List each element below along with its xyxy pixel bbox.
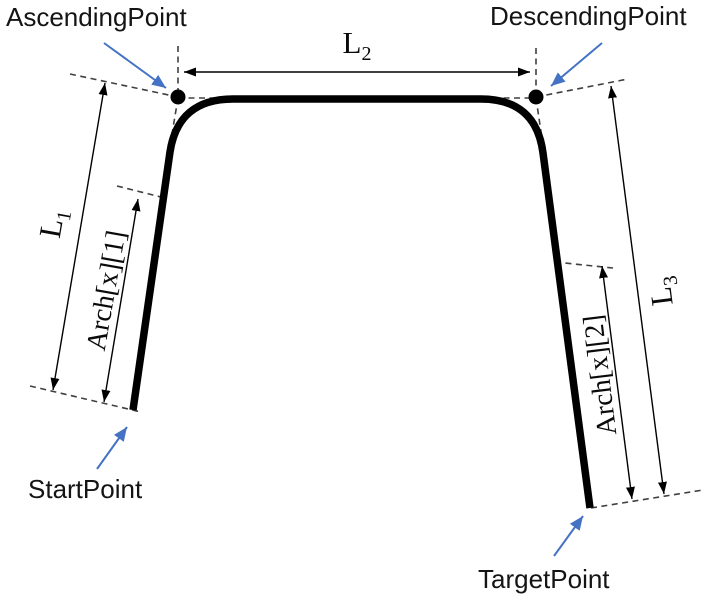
extension-line-bottom-left: [29, 385, 142, 413]
trajectory-path: [129, 95, 594, 509]
annotation-arrows: [96, 42, 603, 557]
ascending-point-arrow: [103, 42, 167, 89]
arch1-dimension-line: [101, 198, 141, 403]
l3-label-base: L: [643, 285, 680, 308]
extension-tick-arch2: [554, 261, 614, 269]
l3-label: L3: [641, 274, 684, 308]
extension-line-bottom-right: [590, 489, 703, 509]
l2-label-base: L: [343, 25, 362, 60]
descending-point-label: DescendingPoint: [490, 1, 687, 31]
target-point-label: TargetPoint: [478, 564, 610, 594]
extension-tick-arch1: [116, 185, 162, 198]
descending-point-dot: [528, 89, 544, 105]
l3-dimension-line: [608, 85, 667, 495]
l2-label: L2: [343, 25, 372, 65]
dimension-lines: [50, 67, 667, 500]
arch1-label: Arch[x][1]: [81, 228, 133, 353]
l2-label-sub: 2: [361, 43, 371, 65]
target-point-arrow: [553, 515, 584, 557]
l1-dimension-line: [50, 82, 108, 391]
descending-point-arrow: [550, 42, 603, 87]
extension-line-top-right: [535, 78, 629, 98]
l3-label-sub: 3: [659, 274, 682, 287]
l1-label: L1: [32, 206, 76, 241]
construction-lines: [29, 46, 703, 509]
start-point-label: StartPoint: [28, 474, 143, 504]
ascending-point-label: AscendingPoint: [6, 2, 187, 32]
extension-line-top-left: [69, 73, 179, 98]
start-point-arrow: [96, 426, 128, 470]
l1-label-sub: 1: [53, 209, 76, 223]
ascending-point-dot: [170, 89, 186, 105]
arch2-dimension-line: [599, 265, 635, 500]
